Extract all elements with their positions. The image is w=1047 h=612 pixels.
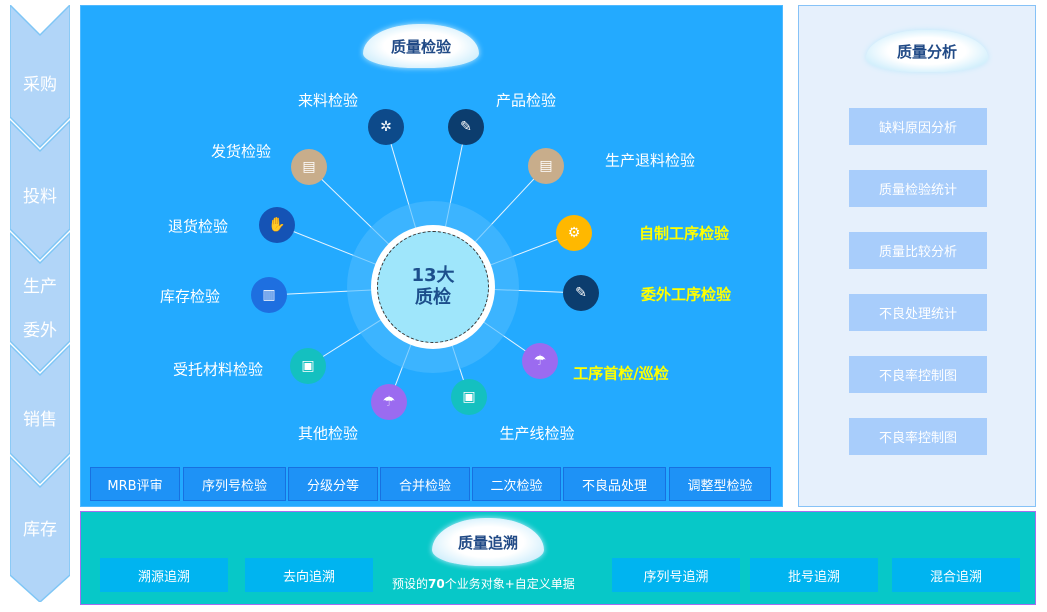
shipping-icon[interactable]: ▤: [291, 149, 327, 185]
inspection-node-label[interactable]: 退货检验: [167, 217, 229, 236]
inspection-node-label[interactable]: 产品检验: [495, 91, 557, 110]
inspection-node-label[interactable]: 工序首检/巡检: [573, 364, 669, 383]
analysis-button[interactable]: 不良率控制图: [849, 356, 987, 393]
analysis-button[interactable]: 质量比较分析: [849, 232, 987, 269]
return-icon[interactable]: ✋: [259, 207, 295, 243]
stage-feeding[interactable]: 投料: [23, 187, 57, 207]
network-icon[interactable]: ✲: [368, 109, 404, 145]
process-stage-chevrons: [10, 5, 70, 602]
quality-trace-title: 质量追溯: [432, 518, 544, 566]
trace-button[interactable]: 批号追溯: [750, 558, 878, 592]
inspection-node-label[interactable]: 生产退料检验: [604, 151, 696, 170]
trace-button[interactable]: 溯源追溯: [100, 558, 228, 592]
inspection-node-label[interactable]: 生产线检验: [499, 424, 575, 443]
stage-inventory[interactable]: 库存: [23, 520, 57, 540]
inspection-tab-button[interactable]: 序列号检验: [183, 467, 286, 501]
warehouse-icon[interactable]: ▥: [251, 277, 287, 313]
stage-purchase[interactable]: 采购: [23, 75, 57, 95]
inspection-node-label[interactable]: 库存检验: [159, 287, 221, 306]
center-hub: 13大 质检: [377, 231, 489, 343]
analysis-button[interactable]: 不良率控制图: [849, 418, 987, 455]
other-icon[interactable]: ☂: [371, 384, 407, 420]
process-icon[interactable]: ⚙: [556, 215, 592, 251]
patrol-icon[interactable]: ☂: [522, 343, 558, 379]
quality-inspection-title: 质量检验: [363, 24, 479, 68]
inspection-tab-button[interactable]: 二次检验: [472, 467, 561, 501]
inspection-node-label[interactable]: 来料检验: [297, 91, 359, 110]
inspection-tab-button[interactable]: 调整型检验: [669, 467, 771, 501]
inspection-node-label[interactable]: 自制工序检验: [638, 224, 730, 243]
inspection-node-label[interactable]: 受托材料检验: [172, 360, 264, 379]
product-icon[interactable]: ✎: [448, 109, 484, 145]
stage-sales[interactable]: 销售: [23, 410, 57, 430]
analysis-button[interactable]: 缺料原因分析: [849, 108, 987, 145]
center-line2: 质检: [415, 287, 451, 308]
inspection-tab-button[interactable]: MRB评审: [90, 467, 180, 501]
trace-button[interactable]: 去向追溯: [245, 558, 373, 592]
material-icon[interactable]: ▣: [290, 348, 326, 384]
inspection-node-label[interactable]: 发货检验: [210, 142, 272, 161]
inspection-node-label[interactable]: 其他检验: [297, 424, 359, 443]
document-icon[interactable]: ▤: [528, 148, 564, 184]
inspection-tab-button[interactable]: 合并检验: [380, 467, 470, 501]
inspection-node-label[interactable]: 委外工序检验: [640, 285, 732, 304]
quality-analysis-title: 质量分析: [866, 30, 988, 72]
trace-button[interactable]: 序列号追溯: [612, 558, 740, 592]
trace-button[interactable]: 混合追溯: [892, 558, 1020, 592]
outsource-icon[interactable]: ✎: [563, 275, 599, 311]
center-line1: 13大: [411, 265, 455, 286]
inspection-tab-button[interactable]: 分级分等: [288, 467, 378, 501]
analysis-button[interactable]: 不良处理统计: [849, 294, 987, 331]
stage-outsource[interactable]: 委外: [23, 321, 57, 341]
trace-note: 预设的70个业务对象+自定义单据: [392, 577, 575, 591]
stage-production[interactable]: 生产: [23, 277, 57, 297]
analysis-button[interactable]: 质量检验统计: [849, 170, 987, 207]
inspection-tab-button[interactable]: 不良品处理: [563, 467, 666, 501]
line-icon[interactable]: ▣: [451, 379, 487, 415]
